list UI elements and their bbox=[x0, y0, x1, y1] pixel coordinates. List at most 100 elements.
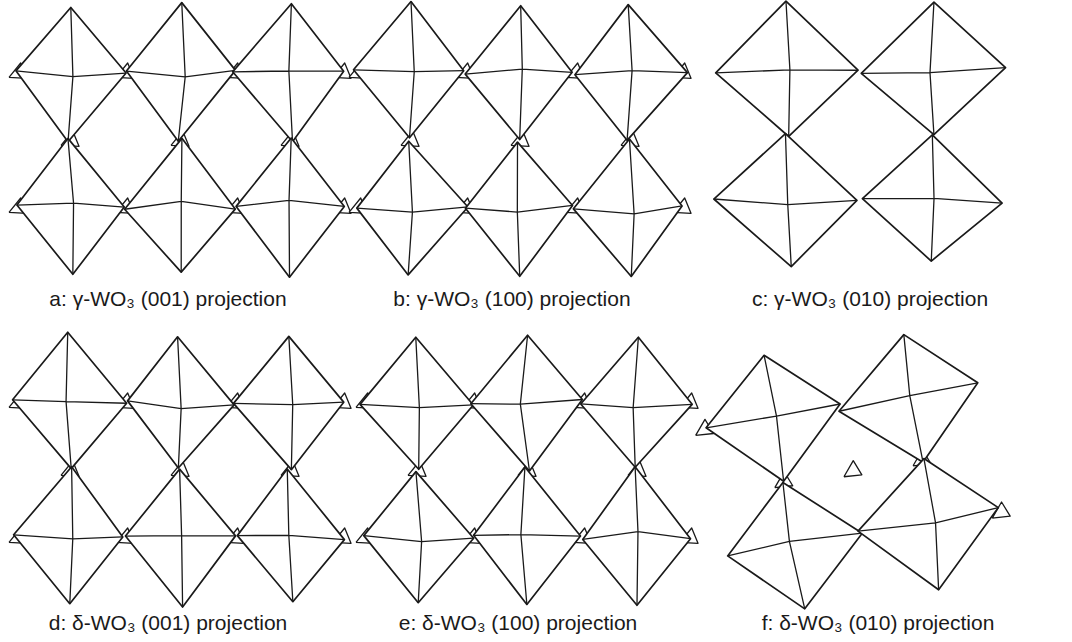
panel-caption-holder: e: δ-WO₃ (100) projection bbox=[399, 610, 638, 636]
wo6-octahedron bbox=[465, 142, 572, 276]
octahedron-outline bbox=[848, 448, 1009, 601]
octahedron-outline bbox=[583, 467, 691, 606]
octahedron-outline bbox=[233, 4, 344, 142]
octahedron-apex-edges bbox=[465, 6, 572, 140]
octahedron-apex-edges bbox=[573, 139, 682, 276]
octahedron-outline bbox=[465, 142, 572, 276]
octahedron-outline bbox=[14, 467, 123, 604]
octahedron-outline bbox=[125, 469, 235, 607]
wo6-octahedron bbox=[354, 2, 464, 138]
panel-caption: b: γ-WO₃ (100) projection bbox=[393, 286, 630, 312]
octahedron-outline bbox=[465, 6, 572, 140]
wo6-octahedron bbox=[16, 7, 126, 141]
wo6-octahedron bbox=[573, 139, 682, 276]
octahedron-outline bbox=[716, 1, 858, 136]
octahedron-apex-edges bbox=[237, 469, 344, 602]
panel-caption-holder: c: γ-WO₃ (010) projection bbox=[752, 286, 988, 312]
octahedron-outline bbox=[364, 472, 474, 603]
octahedron-apex-edges bbox=[583, 467, 691, 606]
octahedron-apex-edges bbox=[575, 5, 688, 141]
octahedron-apex-edges bbox=[364, 472, 474, 603]
wo6-octahedron bbox=[237, 469, 344, 602]
octahedron-outline bbox=[714, 134, 857, 267]
panel-caption: e: δ-WO₃ (100) projection bbox=[399, 610, 638, 636]
octahedron-apex-edges bbox=[465, 142, 572, 276]
octahedron-outline bbox=[17, 138, 124, 274]
wo6-octahedron bbox=[364, 472, 474, 603]
octahedron-apex-edges bbox=[861, 2, 1005, 134]
octahedron-outline bbox=[13, 332, 127, 468]
octahedron-outline bbox=[125, 138, 236, 272]
octahedron-outline bbox=[237, 469, 344, 602]
wo6-octahedron bbox=[357, 141, 468, 275]
octahedron-apex-edges bbox=[471, 335, 583, 471]
panel-caption: d: δ-WO₃ (001) projection bbox=[49, 610, 288, 636]
wo6-octahedron bbox=[14, 467, 123, 604]
wo6-octahedron bbox=[583, 467, 691, 606]
wo6-octahedron bbox=[718, 471, 873, 619]
octahedron-outline bbox=[126, 3, 235, 142]
wo6-octahedron bbox=[128, 337, 235, 468]
octahedra-panel bbox=[356, 335, 698, 605]
panel-caption: f: δ-WO₃ (010) projection bbox=[762, 610, 995, 636]
octahedron-apex-edges bbox=[128, 337, 235, 468]
octahedron-apex-edges bbox=[14, 467, 123, 604]
octahedron-apex-edges bbox=[233, 4, 344, 142]
octahedron-apex-edges bbox=[13, 332, 127, 468]
octahedron-apex-edges bbox=[848, 448, 1009, 601]
wo6-octahedron bbox=[474, 467, 581, 604]
wo6-octahedron bbox=[862, 135, 1002, 261]
octahedra-panel bbox=[9, 332, 351, 607]
wo6-octahedron bbox=[234, 336, 344, 469]
octahedron-outline bbox=[573, 139, 682, 276]
octahedron-apex-edges bbox=[125, 469, 235, 607]
octahedron-apex-edges bbox=[829, 324, 989, 474]
octahedron-outline bbox=[718, 471, 873, 619]
octahedron-apex-edges bbox=[357, 141, 468, 275]
octahedron-outline bbox=[861, 2, 1005, 134]
wo6-octahedron bbox=[17, 138, 124, 274]
octahedron-outline bbox=[696, 345, 850, 492]
octahedron-apex-edges bbox=[17, 138, 124, 274]
wo6-octahedron bbox=[125, 138, 236, 272]
octahedron-outline bbox=[862, 135, 1002, 261]
panel-caption-holder: a: γ-WO₃ (001) projection bbox=[49, 286, 286, 312]
octahedron-apex-edges bbox=[696, 345, 850, 492]
back-octahedron-tip bbox=[842, 460, 862, 478]
wo6-octahedron bbox=[848, 448, 1009, 601]
octahedron-apex-edges bbox=[716, 1, 858, 136]
octahedron-apex-edges bbox=[718, 471, 873, 619]
octahedron-outline bbox=[360, 337, 473, 469]
octahedron-outline bbox=[128, 337, 235, 468]
octahedron-apex-edges bbox=[354, 2, 464, 138]
octahedra-panel bbox=[685, 321, 1020, 623]
panel-caption: a: γ-WO₃ (001) projection bbox=[49, 286, 286, 312]
wo6-octahedron bbox=[13, 332, 127, 468]
panel-caption-holder: f: δ-WO₃ (010) projection bbox=[762, 610, 995, 636]
octahedron-outline bbox=[829, 324, 989, 474]
octahedra-panel bbox=[349, 2, 691, 277]
panel-caption-holder: b: γ-WO₃ (100) projection bbox=[393, 286, 630, 312]
panel-caption-holder: d: δ-WO₃ (001) projection bbox=[49, 610, 288, 636]
octahedron-outline bbox=[581, 337, 692, 467]
wo6-octahedron bbox=[126, 3, 235, 142]
wo6-octahedron bbox=[696, 345, 850, 492]
octahedron-outline bbox=[354, 2, 464, 138]
octahedron-outline bbox=[16, 7, 126, 141]
octahedron-outline bbox=[575, 5, 688, 141]
panel-caption: c: γ-WO₃ (010) projection bbox=[752, 286, 988, 312]
octahedron-outline bbox=[236, 138, 344, 277]
wo6-octahedron bbox=[233, 4, 344, 142]
octahedron-outline bbox=[471, 335, 583, 471]
octahedron-apex-edges bbox=[236, 138, 344, 277]
wo6-octahedron bbox=[861, 2, 1005, 134]
octahedron-outline bbox=[357, 141, 468, 275]
wo6-octahedron bbox=[716, 1, 858, 136]
wo6-octahedron bbox=[829, 324, 989, 474]
octahedron-apex-edges bbox=[126, 3, 235, 142]
wo6-octahedron bbox=[714, 134, 857, 267]
octahedron-apex-edges bbox=[234, 336, 344, 469]
wo6-octahedron bbox=[125, 469, 235, 607]
